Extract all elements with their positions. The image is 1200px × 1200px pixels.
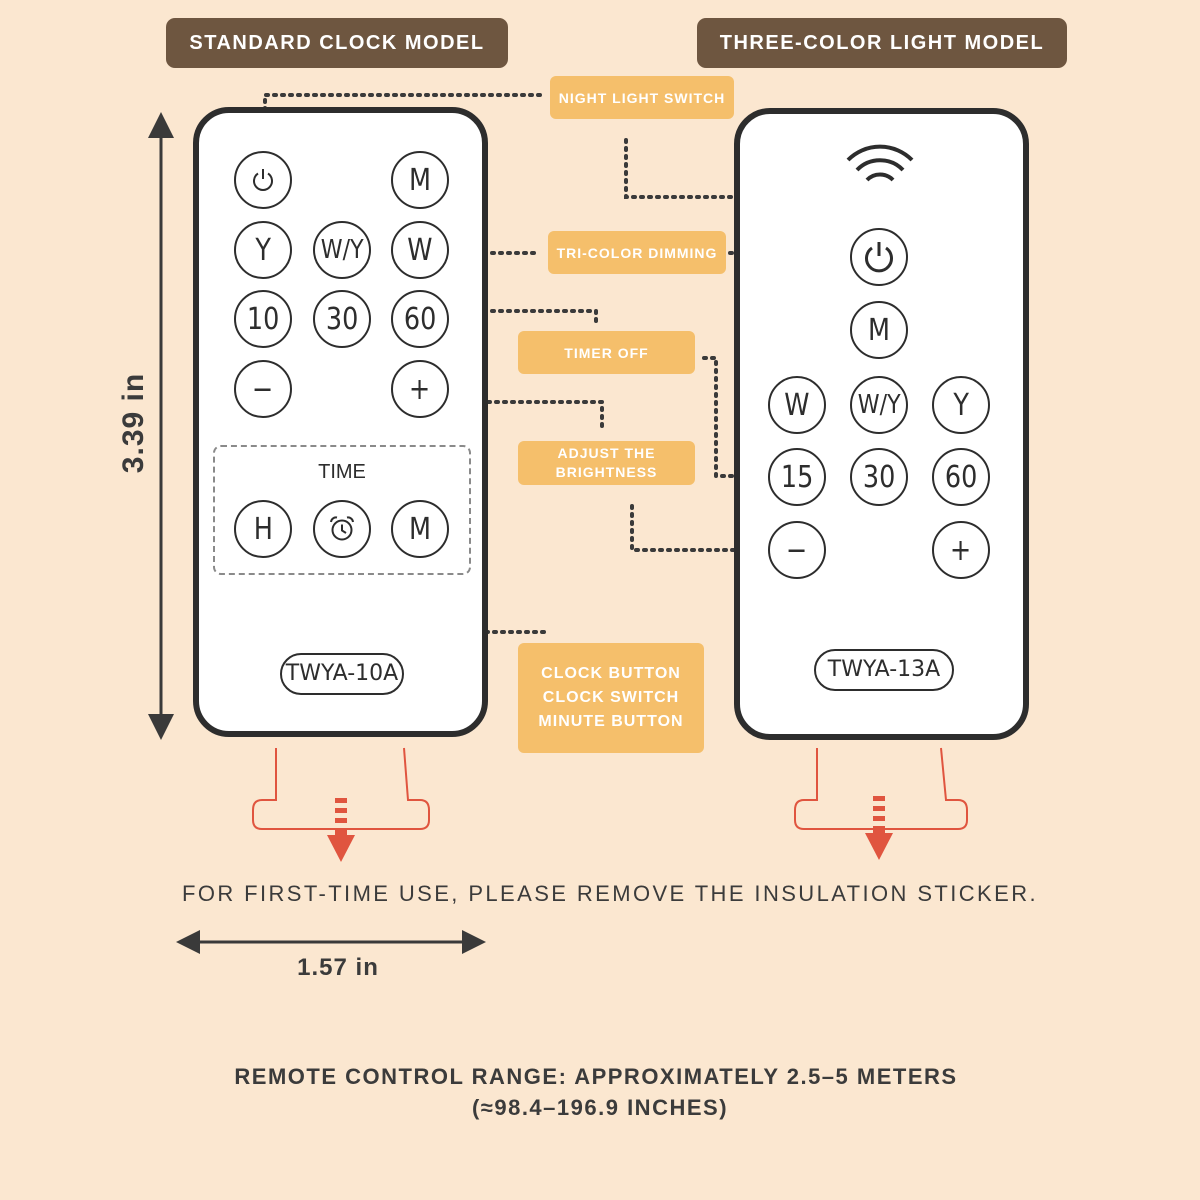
pull-arrow-right <box>865 796 893 860</box>
brightness-up-button-left[interactable]: + <box>391 360 449 418</box>
callout-tri-color: TRI-COLOR DIMMING <box>548 231 726 274</box>
power-icon <box>253 169 273 191</box>
time-group-label: TIME <box>318 461 366 483</box>
wireless-signal-icon <box>846 144 914 182</box>
callout-night-light-text: NIGHT LIGHT SWITCH <box>558 89 726 106</box>
brightness-down-button-right[interactable]: − <box>768 521 826 579</box>
mode-button-left[interactable]: M <box>391 151 449 209</box>
timer-60-button-left[interactable]: 60 <box>391 290 449 348</box>
mode-button-right[interactable]: M <box>850 301 908 359</box>
three-color-model-badge: THREE-COLOR LIGHT MODEL <box>697 18 1067 68</box>
timer-10-button[interactable]: 10 <box>234 290 292 348</box>
alarm-clock-icon <box>330 516 354 541</box>
model-label-right: TWYA-13A <box>814 649 954 691</box>
time-button-group <box>213 445 471 575</box>
callout-timer-off-text: TIMER OFF <box>564 344 649 361</box>
range-line-2: (≈98.4–196.9 INCHES) <box>471 1095 729 1120</box>
brightness-up-button-right[interactable]: + <box>932 521 990 579</box>
callout-brightness: ADJUST THE BRIGHTNESS <box>518 441 695 485</box>
callout-clock-line1: CLOCK BUTTON <box>541 665 681 682</box>
callout-night-light: NIGHT LIGHT SWITCH <box>550 76 734 119</box>
yellow-light-button-left[interactable]: Y <box>234 221 292 279</box>
callout-tri-color-text: TRI-COLOR DIMMING <box>556 244 718 261</box>
timer-30-button-left[interactable]: 30 <box>313 290 371 348</box>
white-light-button-right[interactable]: W <box>768 376 826 434</box>
brightness-down-button-left[interactable]: − <box>234 360 292 418</box>
minute-button[interactable]: M <box>391 500 449 558</box>
width-dimension-arrow <box>176 930 486 954</box>
range-line-1: REMOTE CONTROL RANGE: APPROXIMATELY 2.5–… <box>234 1064 958 1089</box>
height-dimension-text: 3.39 in <box>117 372 150 474</box>
callout-timer-off: TIMER OFF <box>518 331 695 374</box>
standard-model-badge: STANDARD CLOCK MODEL <box>166 18 508 68</box>
white-light-button-left[interactable]: W <box>391 221 449 279</box>
power-button-right[interactable] <box>850 228 908 286</box>
timer-30-button-right[interactable]: 30 <box>850 448 908 506</box>
callout-brightness-line1: ADJUST THE <box>557 445 656 461</box>
callout-clock: CLOCK BUTTON CLOCK SWITCH MINUTE BUTTON <box>518 643 704 753</box>
power-icon <box>865 242 893 273</box>
remote-standard-clock <box>193 107 488 737</box>
power-button-left[interactable] <box>234 151 292 209</box>
alarm-clock-button[interactable] <box>313 500 371 558</box>
yellow-light-button-right[interactable]: Y <box>932 376 990 434</box>
callout-brightness-line2: BRIGHTNESS <box>555 464 658 480</box>
insulation-instruction: FOR FIRST-TIME USE, PLEASE REMOVE THE IN… <box>182 881 1038 906</box>
callout-clock-line3: MINUTE BUTTON <box>538 713 684 730</box>
callout-clock-line2: CLOCK SWITCH <box>542 689 680 706</box>
warm-yellow-button-left[interactable]: W/Y <box>313 221 371 279</box>
insulation-sticker-left <box>252 747 430 830</box>
timer-60-button-right[interactable]: 60 <box>932 448 990 506</box>
width-dimension-label: 1.57 in <box>297 954 379 981</box>
hour-button[interactable]: H <box>234 500 292 558</box>
timer-15-button[interactable]: 15 <box>768 448 826 506</box>
pull-arrow-left <box>327 798 355 862</box>
warm-yellow-button-right[interactable]: W/Y <box>850 376 908 434</box>
height-dimension-arrow <box>148 112 174 740</box>
model-label-left: TWYA-10A <box>280 653 404 695</box>
